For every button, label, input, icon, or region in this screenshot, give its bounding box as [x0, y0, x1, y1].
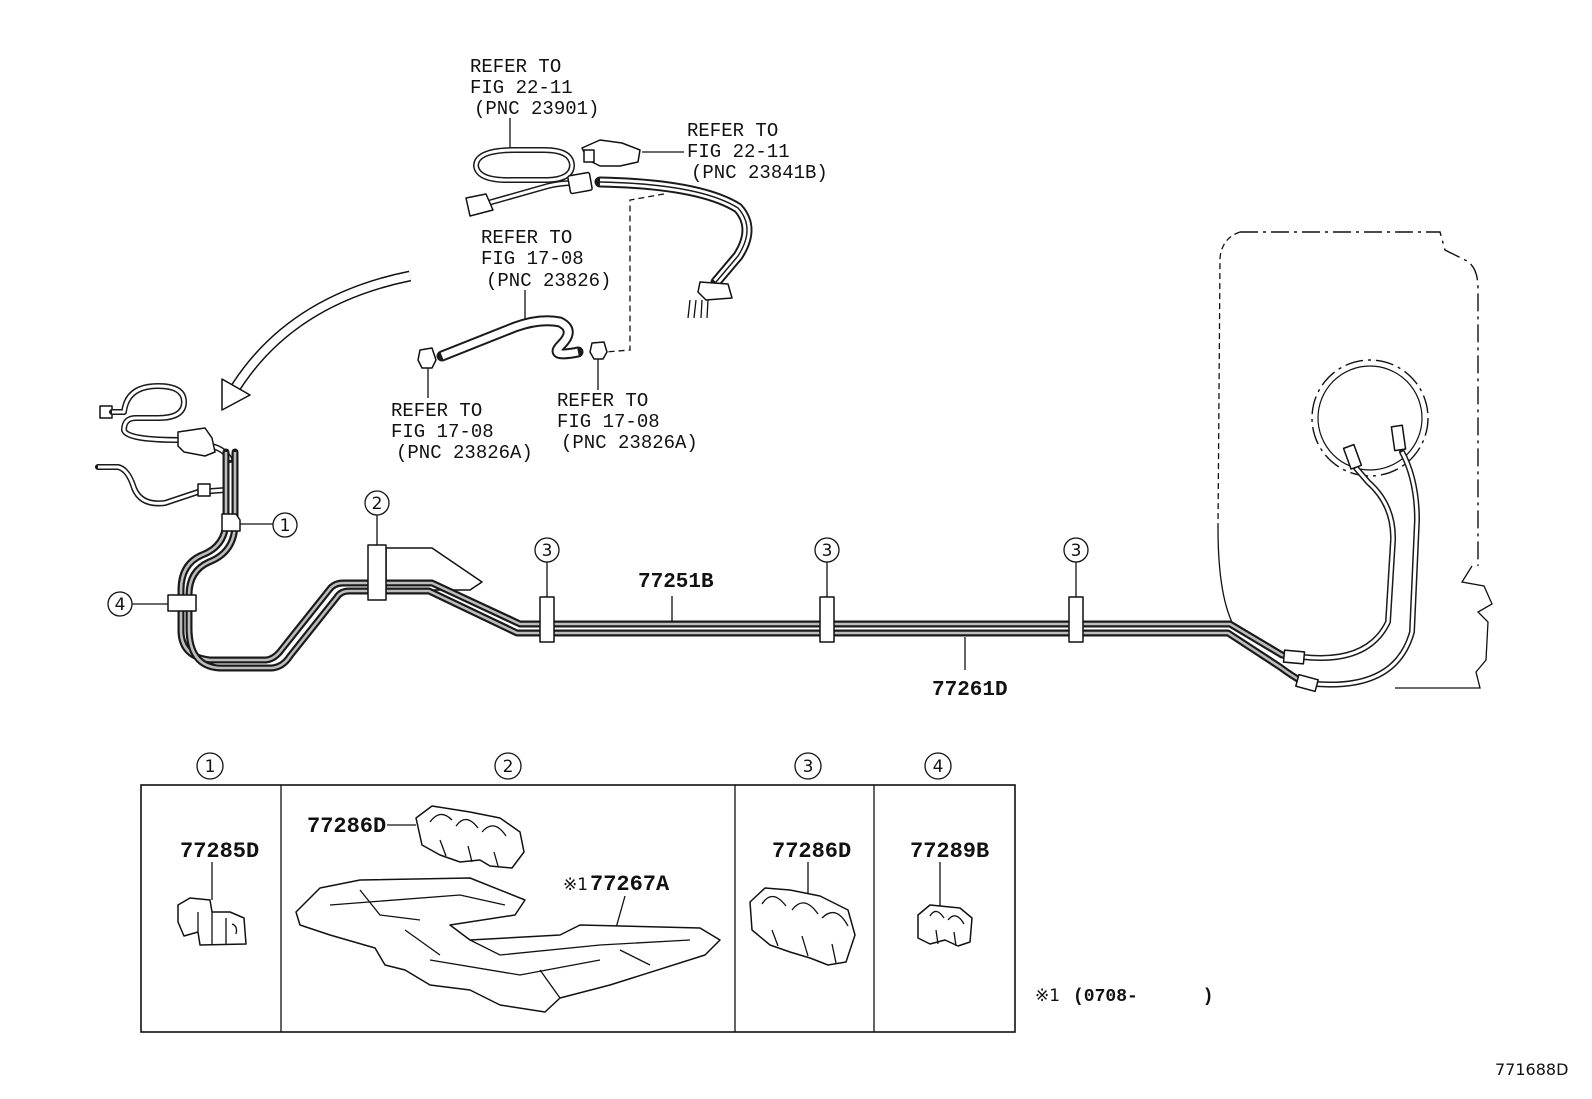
part-number-77251b[interactable]: 77251B — [638, 571, 714, 594]
parts-legend-table — [140, 784, 1016, 1033]
part-number-77261d[interactable]: 77261D — [932, 679, 1008, 702]
hose-connector — [177, 427, 216, 457]
clamp-77286d-drawing — [415, 805, 525, 869]
legend-header-4: 4 — [924, 752, 952, 780]
fuel-tube-77251b — [181, 452, 1292, 660]
reference-pnc: (PNC 23826A) — [396, 442, 533, 464]
clamp-1 — [221, 513, 241, 532]
tube-bundle-upper — [600, 182, 747, 319]
clamp-2 — [367, 544, 387, 601]
legend-header-number: 4 — [933, 757, 944, 777]
reference-figure[interactable]: FIG 17-08 — [481, 248, 584, 270]
curved-arrow-icon — [221, 270, 412, 411]
part-number-77286d[interactable]: 77286D — [307, 814, 386, 839]
figure-id: 771688D — [1495, 1060, 1568, 1079]
hose-connector — [465, 193, 494, 217]
legend-header-1: 1 — [196, 752, 224, 780]
bundle-connector — [697, 281, 733, 301]
reference-figure[interactable]: FIG 22-11 — [687, 141, 790, 163]
reference-pnc: (PNC 23841B) — [691, 162, 828, 184]
callout-number: 1 — [280, 516, 291, 536]
pump-fitting — [1390, 424, 1407, 452]
clamp-77286d-drawing — [749, 887, 856, 966]
reference-pnc: (PNC 23826) — [486, 270, 611, 292]
footnote-date-range: (0708- ) — [1073, 987, 1213, 1007]
callout-3[interactable]: 3 — [814, 537, 840, 563]
part-number-77286d[interactable]: 77286D — [772, 839, 851, 864]
reference-label-pnc-23841b: REFER TO FIG 22-11 (PNC 23841B) — [687, 120, 828, 184]
part-number-77267a[interactable]: 77267A — [590, 872, 670, 897]
callout-4[interactable]: 4 — [107, 591, 133, 617]
clamp-4 — [167, 594, 197, 612]
clip-77285d-drawing — [177, 897, 247, 946]
connector-23841b — [581, 139, 641, 167]
fuel-tank-outline — [1217, 231, 1493, 689]
reference-line: REFER TO — [481, 227, 572, 249]
reference-label-pnc-23901: REFER TO FIG 22-11 (PNC 23901) — [470, 56, 599, 120]
clamp-3 — [1068, 596, 1084, 643]
hose-clamp-23826a — [589, 341, 608, 360]
bundle-wires — [687, 299, 709, 319]
callout-number: 3 — [1071, 541, 1082, 561]
quick-connector — [1282, 649, 1306, 665]
hose-connector — [567, 171, 593, 195]
fuel-pump-opening — [1317, 365, 1423, 471]
callout-number: 3 — [822, 541, 833, 561]
reference-pnc: (PNC 23901) — [474, 98, 599, 120]
vacuum-hose-23901 — [465, 150, 593, 217]
reference-label-pnc-23826a-left: REFER TO FIG 17-08 (PNC 23826A) — [391, 400, 533, 464]
callout-number: 2 — [372, 494, 383, 514]
legend-header-number: 3 — [803, 757, 814, 777]
legend-header-number: 1 — [205, 757, 216, 777]
clamp-3 — [539, 596, 555, 643]
reference-label-pnc-23826: REFER TO FIG 17-08 (PNC 23826) — [481, 227, 611, 292]
fuel-tube-77261d — [189, 452, 1303, 682]
callout-number: 4 — [115, 595, 126, 615]
dashed-connection-line — [605, 193, 665, 353]
pump-fitting — [1342, 443, 1363, 470]
quick-connector — [1295, 673, 1319, 693]
clip-77289b-drawing — [917, 904, 973, 947]
legend-header-3: 3 — [794, 752, 822, 780]
callout-number: 3 — [542, 541, 553, 561]
legend-header-number: 2 — [503, 757, 514, 777]
hose-connector — [197, 483, 211, 497]
tank-side-lines — [1282, 424, 1417, 693]
leader-line-callout-3 — [546, 562, 1077, 597]
callout-3[interactable]: 3 — [534, 537, 560, 563]
protector-footnote-mark: ※1 — [563, 875, 588, 895]
legend-header-2: 2 — [494, 752, 522, 780]
engine-side-hose-assembly — [98, 386, 230, 503]
callout-3[interactable]: 3 — [1063, 537, 1089, 563]
part-number-77289b[interactable]: 77289B — [910, 839, 989, 864]
hose-23826 — [417, 321, 608, 369]
reference-line: REFER TO — [557, 390, 648, 412]
reference-label-pnc-23826a-right: REFER TO FIG 17-08 (PNC 23826A) — [557, 390, 698, 454]
reference-figure[interactable]: FIG 17-08 — [391, 421, 494, 443]
clamp-3 — [819, 596, 835, 643]
reference-line: REFER TO — [391, 400, 482, 422]
protector-77267a-drawing — [295, 877, 721, 1013]
callout-1[interactable]: 1 — [272, 512, 298, 538]
reference-figure[interactable]: FIG 17-08 — [557, 411, 660, 433]
callout-2[interactable]: 2 — [364, 490, 390, 516]
part-number-77285d[interactable]: 77285D — [180, 839, 259, 864]
reference-figure[interactable]: FIG 22-11 — [470, 77, 573, 99]
reference-line: REFER TO — [687, 120, 778, 142]
reference-line: REFER TO — [470, 56, 561, 78]
hose-clamp-23826a — [417, 347, 437, 369]
reference-pnc: (PNC 23826A) — [561, 432, 698, 454]
footnote-mark: ※1 — [1035, 986, 1060, 1006]
